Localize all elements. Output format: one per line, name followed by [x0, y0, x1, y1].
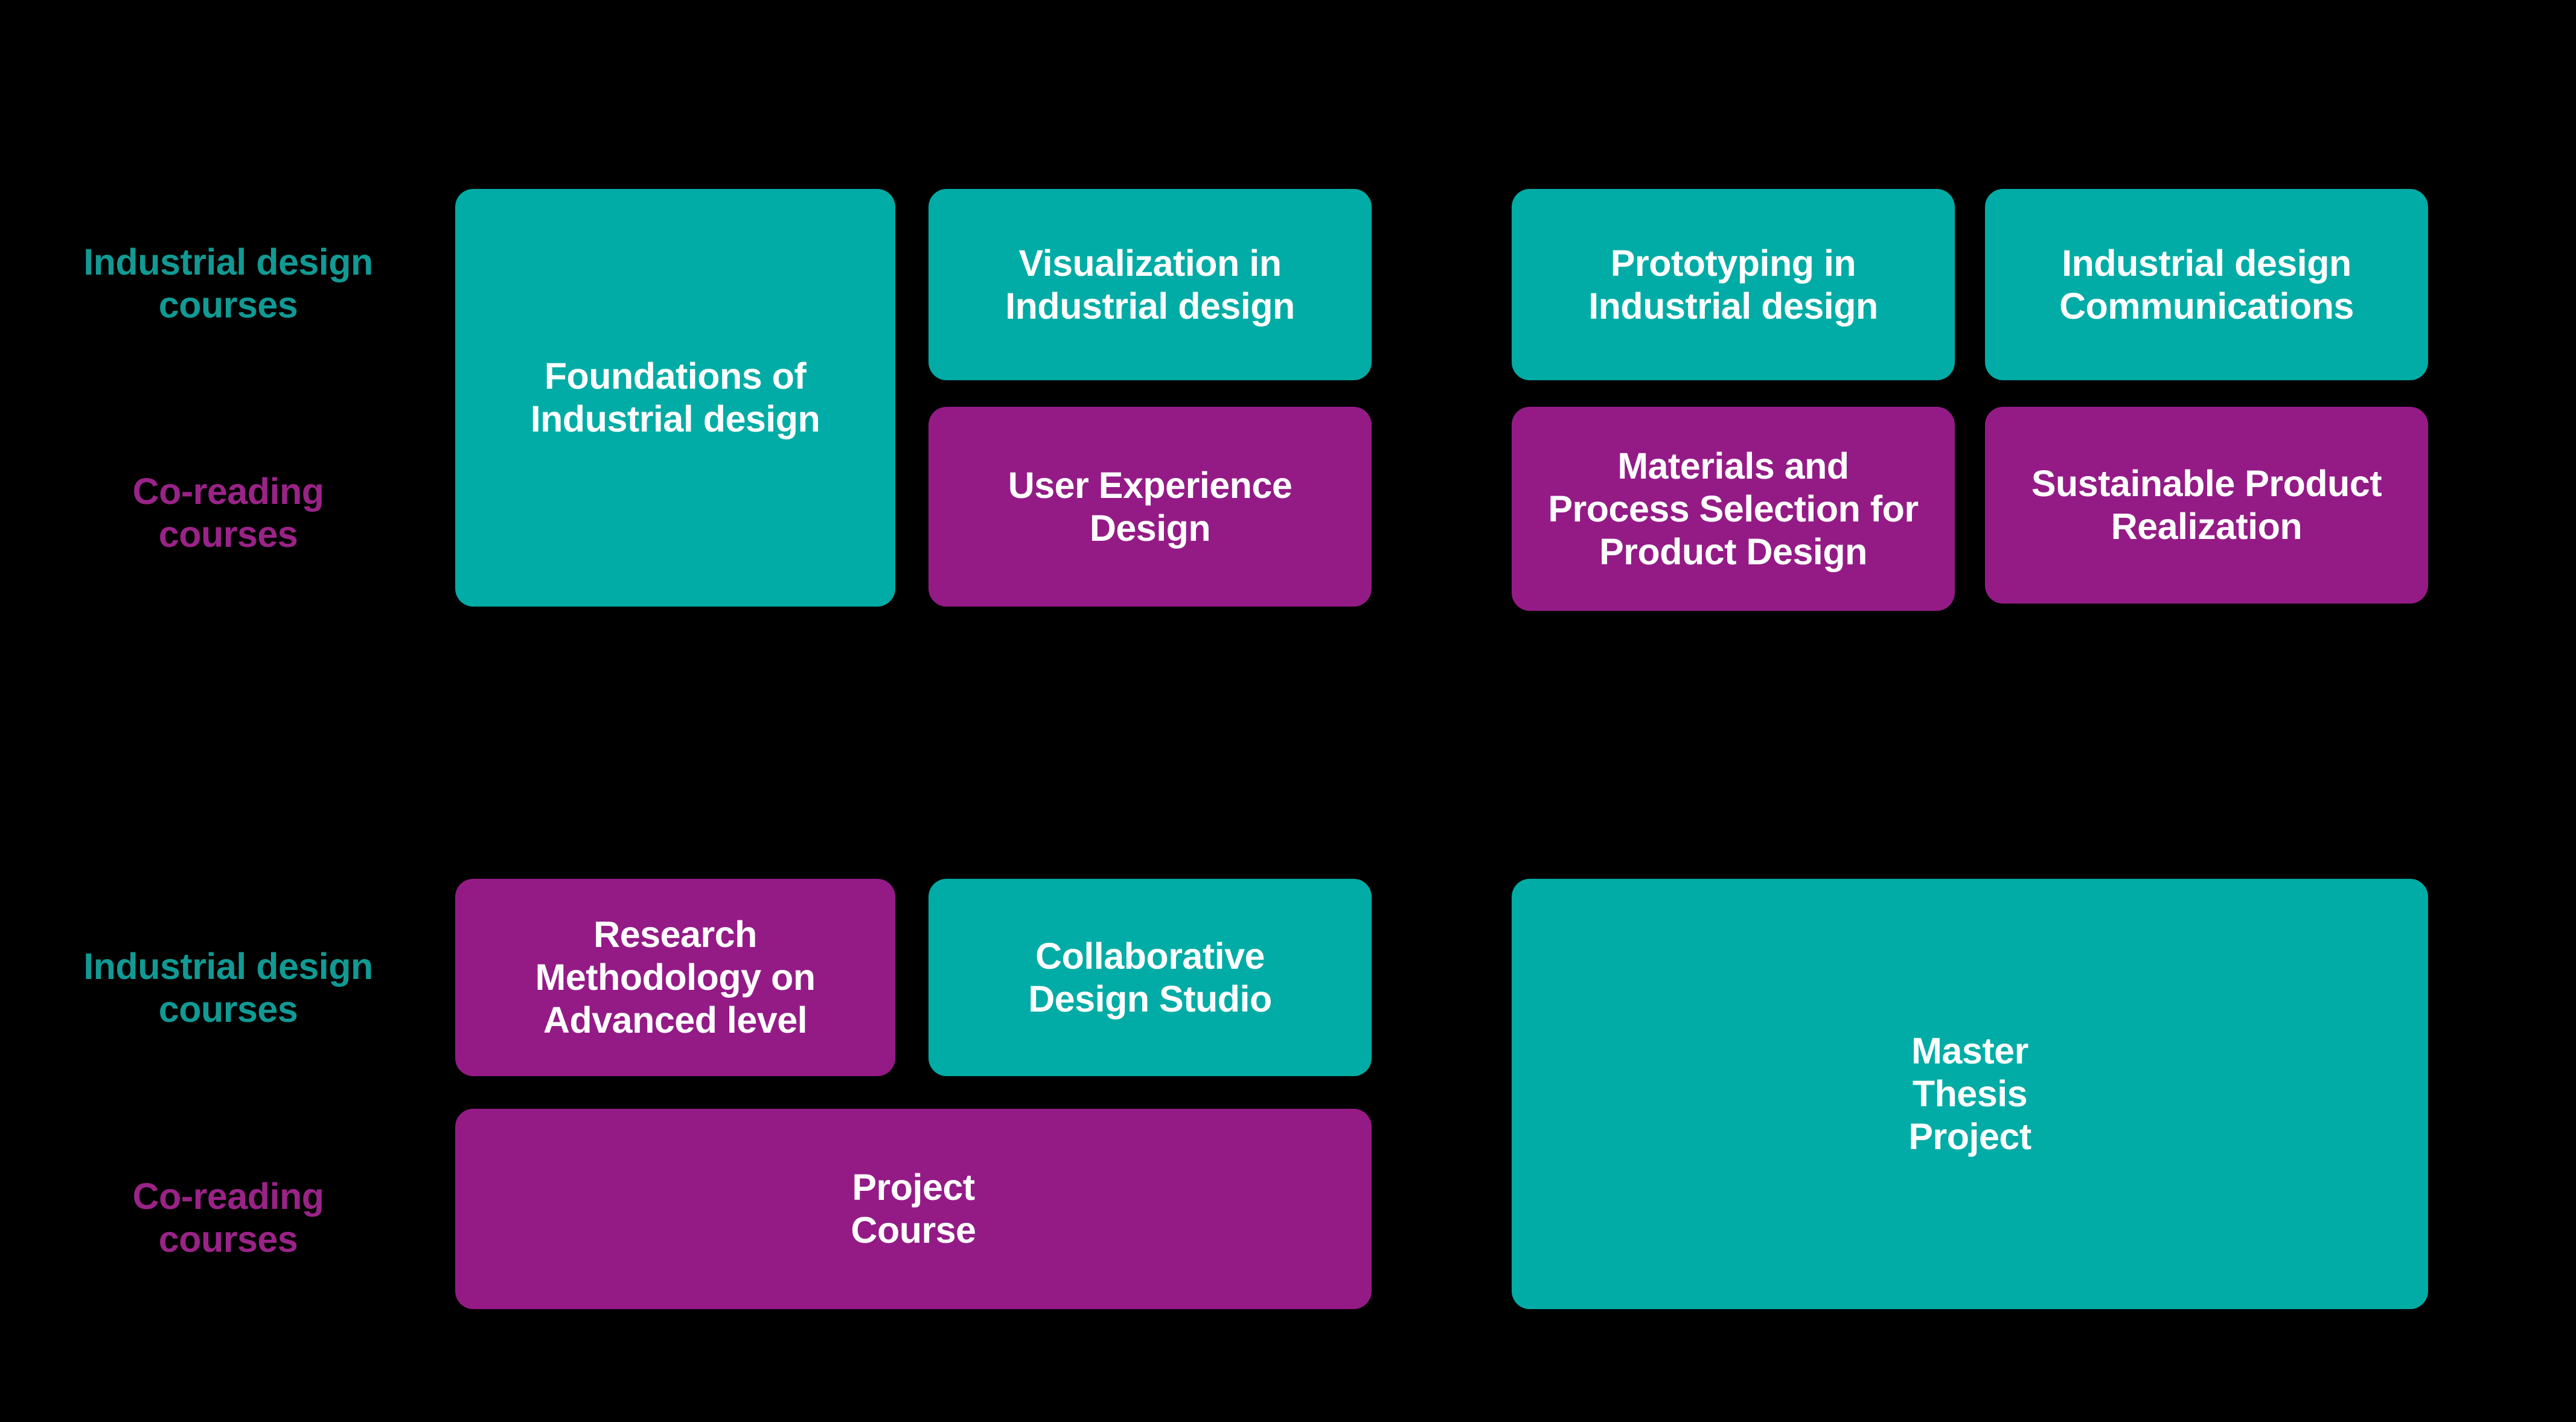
course-box-materials-and-process-selection: Materials and Process Selection for Prod… [1512, 407, 1955, 611]
course-box-project-course: Project Course [455, 1109, 1372, 1309]
course-box-visualization-in-industrial-design: Visualization in Industrial design [928, 189, 1372, 380]
row-label-industrial-design-courses-2: Industrial design courses [83, 946, 373, 1030]
course-title: Project Course [851, 1167, 976, 1251]
course-title: Foundations of Industrial design [530, 356, 820, 439]
course-title: Industrial design Communications [2059, 242, 2354, 327]
course-title: User Experience Design [1008, 464, 1293, 549]
course-box-research-methodology-advanced-level: Research Methodology on Advanced level [455, 879, 895, 1076]
course-box-industrial-design-communications: Industrial design Communications [1985, 189, 2428, 380]
course-title: Master Thesis Project [1908, 1030, 2031, 1157]
row-label-industrial-design-courses-1: Industrial design courses [83, 241, 373, 325]
course-box-collaborative-design-studio: Collaborative Design Studio [928, 879, 1372, 1076]
row-label-co-reading-courses-2: Co-reading courses [132, 1176, 324, 1260]
course-box-user-experience-design: User Experience Design [928, 407, 1372, 607]
course-box-foundations-of-industrial-design: Foundations of Industrial design [455, 189, 895, 607]
course-title: Research Methodology on Advanced level [535, 914, 816, 1041]
course-box-sustainable-product-realization: Sustainable Product Realization [1985, 407, 2428, 604]
course-title: Materials and Process Selection for Prod… [1548, 445, 1919, 572]
course-box-prototyping-in-industrial-design: Prototyping in Industrial design [1512, 189, 1955, 380]
course-title: Sustainable Product Realization [2031, 463, 2382, 547]
row-label-co-reading-courses-1: Co-reading courses [132, 471, 324, 555]
course-title: Collaborative Design Studio [1028, 935, 1272, 1019]
course-title: Visualization in Industrial design [1005, 242, 1295, 327]
course-box-master-thesis-project: Master Thesis Project [1512, 879, 2428, 1309]
course-title: Prototyping in Industrial design [1588, 242, 1878, 327]
